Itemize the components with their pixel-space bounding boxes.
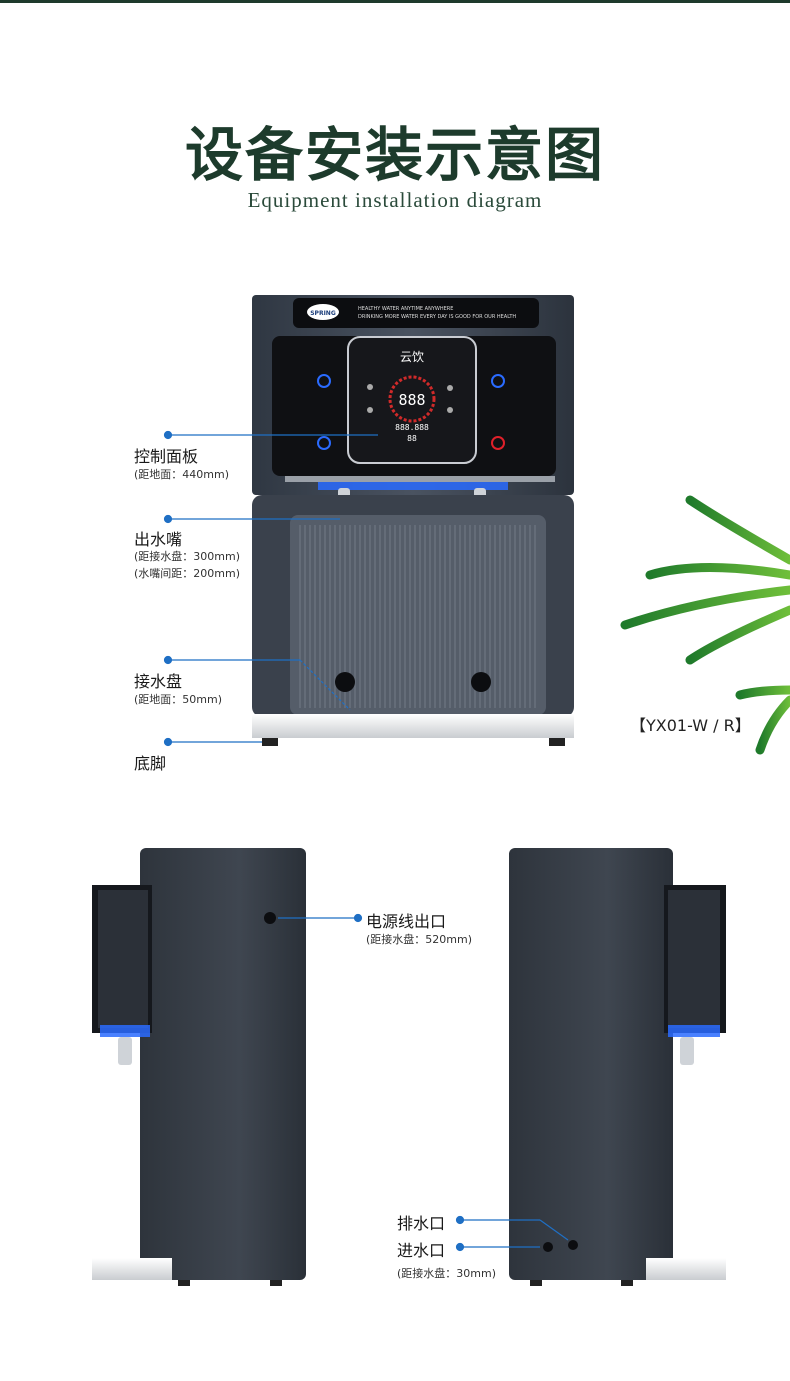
- label-power-outlet: 电源线出口: [366, 912, 447, 931]
- label-control-panel-detail: (距地面：440mm): [134, 468, 230, 481]
- label-drain-outlet: 排水口: [397, 1214, 446, 1233]
- page-subtitle: Equipment installation diagram: [247, 188, 543, 212]
- side-view-left: [92, 848, 306, 1286]
- label-faucet: 出水嘴: [134, 530, 183, 549]
- brand-logo-text: SPRING: [310, 310, 336, 317]
- water-inlet-hole: [543, 1242, 553, 1252]
- plant-decoration: [620, 495, 790, 755]
- display-ring: [388, 375, 436, 423]
- display-digits: 888: [398, 391, 425, 409]
- brand-logo-icon: [307, 304, 339, 320]
- front-foot-right: [549, 738, 565, 746]
- label-foot: 底脚: [134, 754, 167, 773]
- drain-outlet-hole: [568, 1240, 578, 1250]
- display-small-1: 888.888: [395, 423, 429, 432]
- display-small-2: 88: [407, 434, 417, 443]
- top-border: [0, 0, 790, 3]
- cup-icon: [367, 384, 373, 390]
- panel-brand: 云饮: [400, 350, 424, 364]
- front-leader-lines: [163, 430, 378, 747]
- label-power-outlet-detail: (距接水盘：520mm): [366, 933, 473, 946]
- page-title: 设备安装示意图: [184, 121, 605, 189]
- model-number: 【YX01-W / R】: [630, 716, 751, 735]
- side-right-faucet: [680, 1037, 694, 1065]
- side-left-faucet: [118, 1037, 132, 1065]
- power-button-icon: [491, 374, 505, 388]
- filter-icon: [367, 407, 373, 413]
- left-top-button-icon: [317, 374, 331, 388]
- front-view-machine: SPRING HEALTHY WATER ANYTIME ANYWHERE DR…: [252, 295, 574, 746]
- label-water-inlet-detail: (距接水盘：30mm): [397, 1267, 497, 1280]
- left-bottom-button-icon: [317, 436, 331, 450]
- brand-slogan-2: DRINKING MORE WATER EVERY DAY IS GOOD FO…: [358, 314, 516, 320]
- label-drip-tray: 接水盘: [134, 672, 183, 691]
- clock-icon: [447, 385, 453, 391]
- hot-water-button-icon: [491, 436, 505, 450]
- brand-slogan-1: HEALTHY WATER ANYTIME ANYWHERE: [358, 306, 453, 312]
- power-outlet-hole: [264, 912, 276, 924]
- side-view-right: [509, 848, 726, 1286]
- side-leader-lines: [278, 913, 569, 1252]
- right-drain-hole: [471, 672, 491, 692]
- label-faucet-detail-1: (距接水盘：300mm): [134, 550, 241, 563]
- label-water-inlet: 进水口: [397, 1241, 446, 1260]
- label-drip-tray-detail: (距地面：50mm): [134, 693, 223, 706]
- front-foot-left: [262, 738, 278, 746]
- label-control-panel: 控制面板: [134, 447, 199, 466]
- drip-tray-base: [252, 714, 574, 738]
- child-lock-icon: [447, 407, 453, 413]
- label-faucet-detail-2: (水嘴间距：200mm): [134, 567, 241, 580]
- left-drain-hole: [335, 672, 355, 692]
